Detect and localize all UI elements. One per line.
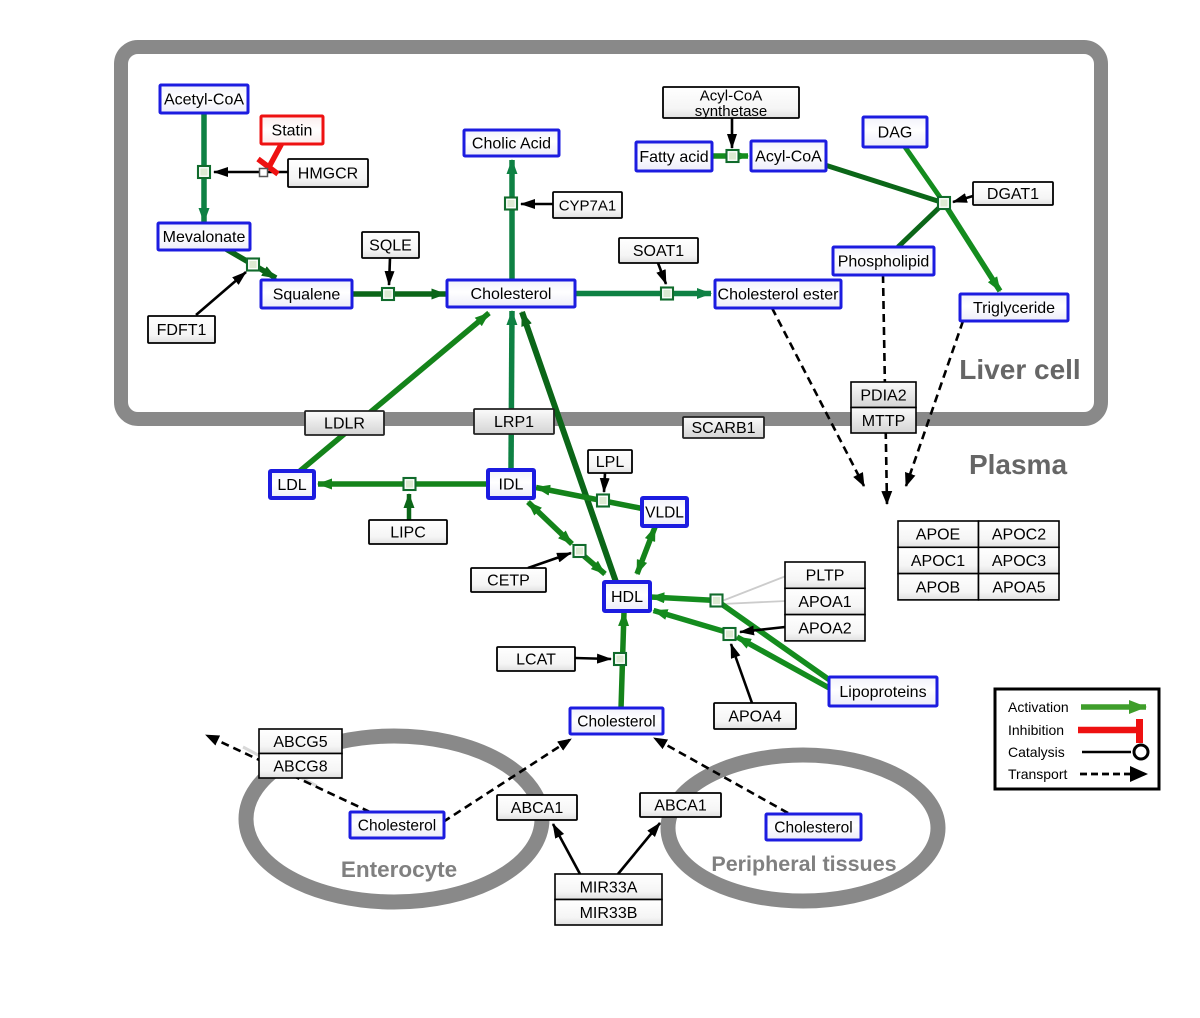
svg-text:DAG: DAG xyxy=(878,125,913,142)
svg-text:Triglyceride: Triglyceride xyxy=(973,300,1055,317)
svg-text:Mevalonate: Mevalonate xyxy=(163,229,246,246)
svg-text:Fatty acid: Fatty acid xyxy=(639,149,708,166)
svg-text:PLTP: PLTP xyxy=(806,568,845,585)
svg-text:MTTP: MTTP xyxy=(862,413,906,430)
svg-text:Acyl-CoA: Acyl-CoA xyxy=(700,87,763,104)
svg-text:APOE: APOE xyxy=(916,527,960,544)
svg-text:FDFT1: FDFT1 xyxy=(157,322,207,339)
svg-text:Peripheral tissues: Peripheral tissues xyxy=(711,852,896,876)
svg-text:Acetyl-CoA: Acetyl-CoA xyxy=(164,92,244,109)
svg-text:LDL: LDL xyxy=(277,477,306,494)
svg-text:Phospholipid: Phospholipid xyxy=(838,254,930,271)
svg-text:DGAT1: DGAT1 xyxy=(987,186,1039,203)
svg-text:LCAT: LCAT xyxy=(516,652,556,669)
svg-text:Liver cell: Liver cell xyxy=(959,354,1080,385)
svg-text:Cholesterol: Cholesterol xyxy=(471,286,552,303)
svg-text:Acyl-CoA: Acyl-CoA xyxy=(755,149,822,166)
svg-text:Cholesterol: Cholesterol xyxy=(577,714,655,731)
svg-text:Activation: Activation xyxy=(1008,699,1069,715)
svg-text:APOA4: APOA4 xyxy=(728,709,781,726)
svg-text:CYP7A1: CYP7A1 xyxy=(559,198,617,215)
svg-text:APOA1: APOA1 xyxy=(798,594,851,611)
svg-text:LPL: LPL xyxy=(596,454,625,471)
svg-text:ABCA1: ABCA1 xyxy=(511,800,564,817)
svg-text:Lipoproteins: Lipoproteins xyxy=(839,684,926,701)
svg-text:LIPC: LIPC xyxy=(390,525,426,542)
svg-text:APOA5: APOA5 xyxy=(992,579,1045,596)
svg-text:IDL: IDL xyxy=(499,477,524,494)
svg-text:Enterocyte: Enterocyte xyxy=(341,857,457,882)
svg-text:PDIA2: PDIA2 xyxy=(860,387,906,404)
svg-text:HDL: HDL xyxy=(611,589,643,606)
svg-text:APOB: APOB xyxy=(916,579,960,596)
svg-text:SCARB1: SCARB1 xyxy=(691,420,755,437)
svg-text:Cholesterol: Cholesterol xyxy=(774,820,852,837)
svg-text:SQLE: SQLE xyxy=(369,238,412,255)
svg-text:VLDL: VLDL xyxy=(645,505,684,522)
svg-text:APOA2: APOA2 xyxy=(798,620,851,637)
svg-text:Cholesterol: Cholesterol xyxy=(358,818,436,835)
svg-text:LDLR: LDLR xyxy=(324,416,365,433)
svg-text:APOC2: APOC2 xyxy=(992,527,1046,544)
svg-text:Plasma: Plasma xyxy=(969,449,1067,480)
svg-text:ABCG5: ABCG5 xyxy=(273,734,327,751)
svg-text:synthetase: synthetase xyxy=(695,103,768,120)
svg-text:APOC1: APOC1 xyxy=(911,553,965,570)
svg-text:CETP: CETP xyxy=(487,573,530,590)
svg-text:LRP1: LRP1 xyxy=(494,414,534,431)
svg-text:APOC3: APOC3 xyxy=(992,553,1046,570)
svg-text:Catalysis: Catalysis xyxy=(1008,744,1065,760)
svg-text:Squalene: Squalene xyxy=(273,287,341,304)
svg-text:Inhibition: Inhibition xyxy=(1008,722,1064,738)
svg-text:SOAT1: SOAT1 xyxy=(633,243,684,260)
svg-text:MIR33A: MIR33A xyxy=(580,879,638,896)
svg-text:Cholic Acid: Cholic Acid xyxy=(472,136,551,153)
svg-text:Transport: Transport xyxy=(1008,766,1068,782)
svg-text:MIR33B: MIR33B xyxy=(580,905,638,922)
svg-text:Statin: Statin xyxy=(272,123,313,140)
svg-text:ABCA1: ABCA1 xyxy=(654,798,707,815)
svg-text:ABCG8: ABCG8 xyxy=(273,758,327,775)
svg-text:Cholesterol ester: Cholesterol ester xyxy=(718,287,840,304)
svg-text:HMGCR: HMGCR xyxy=(298,166,358,183)
